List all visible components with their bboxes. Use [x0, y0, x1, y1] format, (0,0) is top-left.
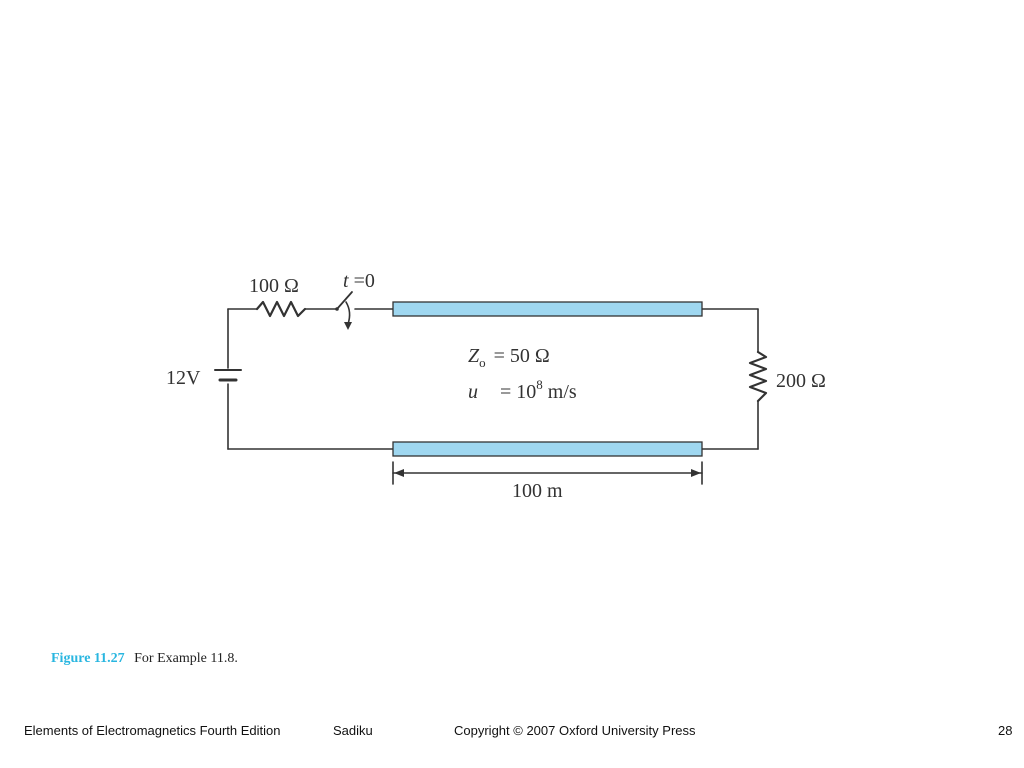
footer-author: Sadiku [333, 723, 373, 738]
figure-number: Figure 11.27 [51, 651, 125, 666]
characteristic-impedance-label: Zo= 50 Ω [468, 345, 550, 370]
source-voltage-label: 12V [166, 367, 201, 389]
transmission-line-top-conductor [392, 301, 703, 317]
figure-caption-text: For Example 11.8. [134, 651, 238, 666]
switch-arrowhead [344, 322, 352, 330]
switch-time-label: t =0 [343, 270, 375, 292]
dimension-arrow-right [691, 469, 701, 477]
load-resistor-symbol [748, 350, 768, 403]
transmission-line-bottom-conductor [392, 441, 703, 457]
footer-page-number: 28 [998, 723, 1013, 738]
switch-arrow [345, 301, 351, 325]
figure-caption: Figure 11.27 For Example 11.8. [51, 651, 238, 667]
phase-velocity-value: = 108 m/s [500, 377, 577, 403]
dimension-arrow-left [394, 469, 404, 477]
phase-velocity-symbol: u [468, 381, 478, 403]
load-resistor-label: 200 Ω [776, 370, 826, 392]
switch-pivot [335, 307, 339, 311]
source-resistor-label: 100 Ω [249, 275, 299, 297]
footer-book-title: Elements of Electromagnetics Fourth Edit… [24, 723, 281, 738]
switch-blade [336, 291, 353, 310]
footer-copyright: Copyright © 2007 Oxford University Press [454, 723, 696, 738]
line-length-label: 100 m [512, 480, 563, 502]
source-resistor-symbol [255, 300, 307, 318]
